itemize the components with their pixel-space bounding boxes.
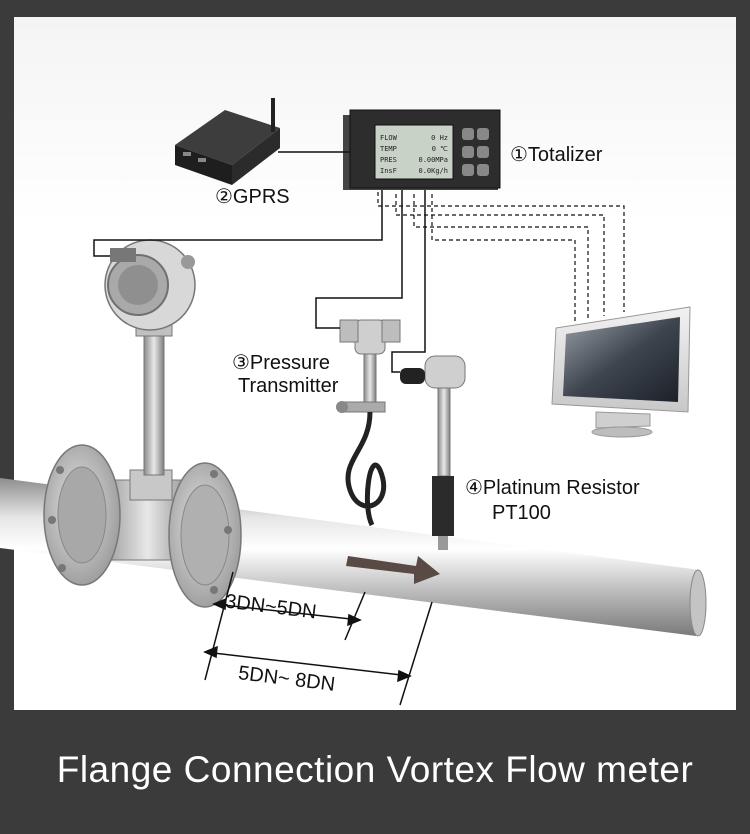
display-row-value: 0.00MPa xyxy=(418,156,448,164)
display-row-name: InsF xyxy=(380,167,397,175)
display-row-name: TEMP xyxy=(380,145,397,153)
platinum-resistor-label-line1: ④Platinum Resistor xyxy=(465,477,640,499)
caption-title: Flange Connection Vortex Flow meter xyxy=(56,749,694,790)
gprs-module-device xyxy=(175,98,280,185)
totalizer-label: ①Totalizer xyxy=(510,144,603,166)
vortex-flow-meter-body xyxy=(43,444,242,608)
pressure-transmitter-label-line1: ③Pressure xyxy=(232,352,330,374)
flow-direction-arrow xyxy=(346,556,440,584)
pressure-transmitter-device xyxy=(336,319,401,527)
pressure-transmitter-label-line2: Transmitter xyxy=(238,375,339,397)
display-row-value: 0.0Kg/h xyxy=(418,167,448,175)
computer-monitor xyxy=(551,306,691,438)
dashed-wiring xyxy=(377,192,625,322)
dimension-lines xyxy=(203,571,433,706)
display-row-value: 0 Hz xyxy=(431,134,448,142)
display-row-value: 0 ℃ xyxy=(432,145,448,153)
platinum-resistor-label-line2: PT100 xyxy=(492,502,551,524)
platinum-resistor-device xyxy=(400,355,466,550)
solid-wiring xyxy=(93,151,426,373)
gprs-label: ②GPRS xyxy=(215,186,290,208)
display-row-name: PRES xyxy=(380,156,397,164)
display-row-name: FLOW xyxy=(380,134,398,142)
flow-meter-transmitter-head xyxy=(104,239,196,476)
